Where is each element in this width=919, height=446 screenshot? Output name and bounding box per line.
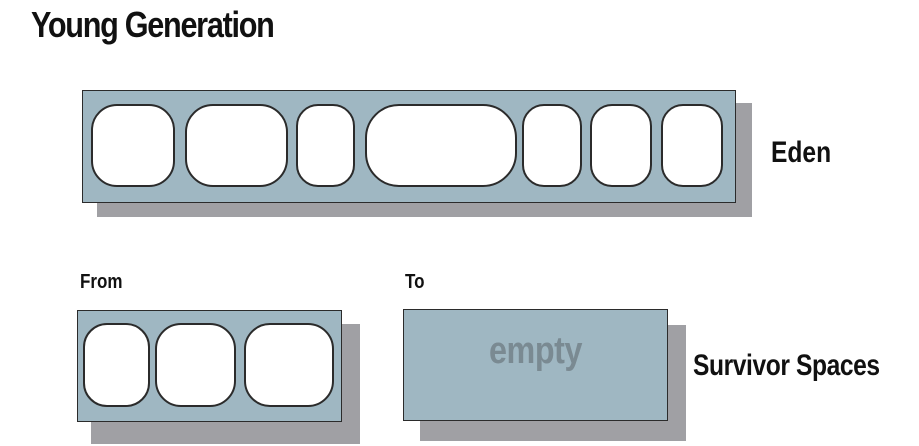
- diagram-title: Young Generation: [31, 4, 275, 45]
- from-object: [155, 323, 236, 407]
- from-label: From: [80, 271, 123, 293]
- eden-object: [296, 104, 355, 187]
- from-space: [77, 310, 342, 422]
- eden-object: [365, 104, 517, 187]
- eden-label: Eden: [771, 136, 832, 169]
- eden-object: [661, 104, 723, 187]
- to-space: empty: [403, 309, 668, 421]
- eden-object: [522, 104, 582, 187]
- to-label: To: [405, 271, 425, 293]
- eden-object: [91, 104, 175, 187]
- survivor-spaces-label: Survivor Spaces: [693, 349, 880, 382]
- eden-object: [185, 104, 288, 187]
- empty-text: empty: [488, 330, 582, 372]
- eden-space: [82, 90, 736, 203]
- from-object: [83, 323, 150, 407]
- eden-object: [590, 104, 652, 187]
- from-object: [244, 323, 334, 407]
